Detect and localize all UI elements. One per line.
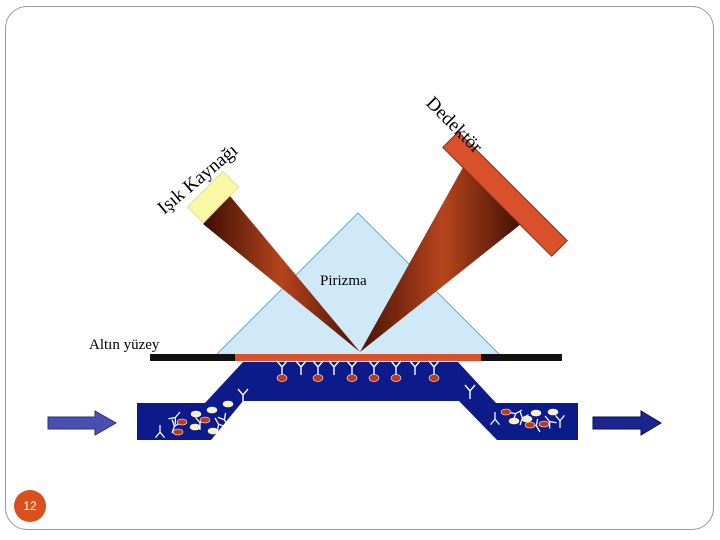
analyte-oval-icon [199, 416, 211, 424]
analyte-oval-icon [176, 418, 188, 426]
antibody-icon [312, 360, 324, 375]
analyte-oval-icon [207, 427, 219, 435]
antibody-icon [295, 360, 307, 375]
analyte-oval-icon [368, 374, 380, 382]
antibody-icon [217, 412, 229, 427]
analyte-oval-icon [500, 408, 512, 416]
prism-label: Pirizma [320, 273, 367, 289]
flow-cell [137, 362, 578, 440]
antibody-icon [544, 415, 557, 429]
analyte-oval-icon [312, 374, 324, 382]
antibody-icon [464, 384, 476, 399]
gold-surface-label: Altın yüzey [89, 337, 160, 353]
analyte-oval-icon [172, 428, 184, 436]
antibody-icon [409, 360, 421, 375]
flow-cell-label: Akış hüçresi [305, 421, 380, 437]
antibody-icon [555, 414, 565, 428]
reflected-beam [360, 160, 526, 352]
inlet-arrow [47, 410, 118, 436]
slide-number: 12 [23, 499, 37, 513]
antibody-icon [428, 360, 440, 375]
analyte-oval-icon [538, 420, 550, 428]
light-source-icon [186, 170, 240, 224]
antibody-icon [346, 360, 358, 375]
slide-number-badge [14, 490, 46, 522]
antibody-icon [276, 360, 288, 375]
analyte-oval-icon [346, 374, 358, 382]
antibody-icon [328, 360, 340, 375]
antibody-icon [155, 425, 165, 439]
analyte-oval-icon [190, 410, 202, 418]
analyte-oval-icon [547, 408, 559, 416]
incident-beam [203, 196, 360, 352]
antibody-icon [390, 360, 402, 375]
antibody-icon [168, 411, 181, 425]
gold-strip [235, 354, 481, 361]
antibody-icon [490, 412, 500, 426]
analyte-oval-icon [530, 409, 542, 417]
antibody-icon [368, 360, 380, 375]
analyte-oval-icon [428, 374, 440, 382]
analyte-oval-icon [524, 421, 536, 429]
antibody-icon [237, 388, 249, 403]
analyte-oval-icon [521, 415, 533, 423]
outlet-arrow [592, 410, 662, 436]
analyte-oval-icon [222, 400, 234, 408]
analyte-oval-icon [189, 423, 201, 431]
analyte-oval-icon [508, 417, 520, 425]
detector-icon [442, 131, 568, 257]
analyte-oval-icon [276, 374, 288, 382]
analyte-oval-icon [206, 406, 218, 414]
analyte-oval-icon [390, 374, 402, 382]
